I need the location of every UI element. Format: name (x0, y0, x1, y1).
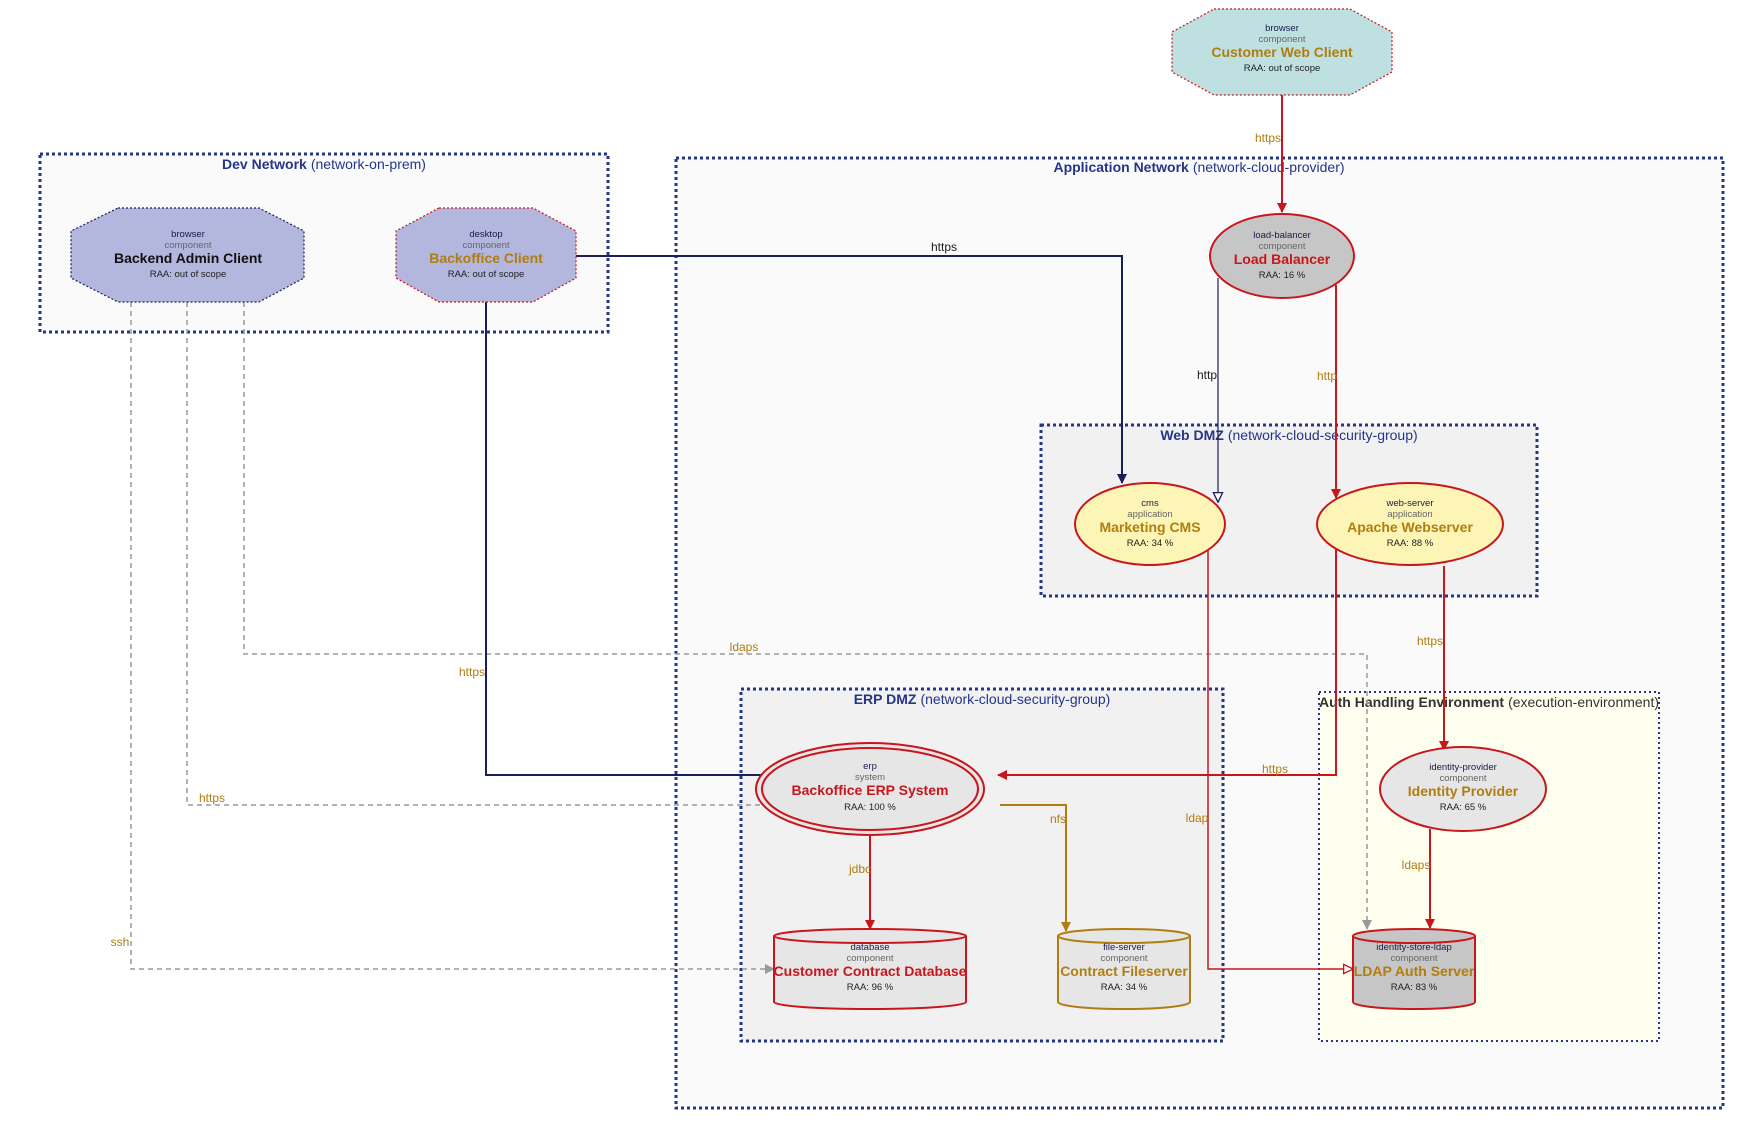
boundary-webdmz-type: (network-cloud-security-group) (1228, 427, 1418, 443)
node-raa: RAA: 88 % (1387, 538, 1434, 549)
node-tech: browser (1265, 23, 1299, 34)
node-backoffice-erp-system[interactable]: erp system Backoffice ERP System RAA: 10… (755, 742, 985, 836)
svg-text:Application Network(network-cl: Application Network(network-cloud-provid… (1053, 159, 1344, 175)
node-type: component (1258, 241, 1305, 252)
node-tech: database (850, 942, 889, 953)
edge-label-admin-to-ldap: ldaps (730, 640, 759, 654)
edge-label-admin-to-db: ssh (111, 935, 130, 949)
boundary-webdmz-name: Web DMZ (1160, 427, 1224, 443)
node-customer-contract-database[interactable]: database component Customer Contract Dat… (773, 928, 967, 1010)
node-marketing-cms[interactable]: cms application Marketing CMS RAA: 34 % (1074, 482, 1226, 566)
node-title: Customer Web Client (1211, 44, 1353, 60)
edge-label-backoffice-to-cms: https (931, 240, 957, 254)
node-title: LDAP Auth Server (1354, 963, 1475, 979)
edge-admin-to-ldap (243, 302, 1372, 930)
node-type: component (1390, 953, 1437, 964)
svg-text:ERP DMZ(network-cloud-security: ERP DMZ(network-cloud-security-group) (854, 691, 1111, 707)
edge-label-apache-to-erp: https (1262, 762, 1288, 776)
edge-label-erp-to-fileserver: nfs (1050, 812, 1066, 826)
boundary-erpdmz-name: ERP DMZ (854, 691, 917, 707)
node-tech: load-balancer (1253, 230, 1311, 241)
node-raa: RAA: out of scope (1244, 63, 1321, 74)
edge-backoffice-to-cms (576, 255, 1127, 484)
node-title: Backoffice Client (429, 250, 543, 266)
node-raa: RAA: 100 % (844, 802, 896, 813)
node-raa: RAA: 34 % (1127, 538, 1174, 549)
node-raa: RAA: 34 % (1101, 982, 1148, 993)
node-title: Backend Admin Client (114, 250, 262, 266)
edge-label-apache-to-idp: https (1417, 634, 1443, 648)
node-apache-webserver[interactable]: web-server application Apache Webserver … (1316, 482, 1504, 566)
node-type: application (1387, 509, 1432, 520)
node-raa: RAA: 83 % (1391, 982, 1438, 993)
node-raa: RAA: 16 % (1259, 270, 1306, 281)
edge-admin-to-db (130, 302, 775, 974)
node-type: component (1258, 34, 1305, 45)
edge-label-customer-to-lb: https (1255, 131, 1281, 145)
node-title: Identity Provider (1408, 783, 1519, 799)
edge-label-backoffice-to-erp: https (459, 665, 485, 679)
boundary-erpdmz-type: (network-cloud-security-group) (920, 691, 1110, 707)
edge-label-admin-to-erp: https (199, 791, 225, 805)
edge-label-erp-to-db: jdbc (848, 862, 871, 876)
node-title: Customer Contract Database (774, 963, 967, 979)
edge-label-idp-to-ldap: ldaps (1402, 858, 1431, 872)
node-tech: desktop (469, 229, 502, 240)
node-raa: RAA: 65 % (1440, 802, 1487, 813)
node-tech: browser (171, 229, 205, 240)
node-raa: RAA: out of scope (150, 269, 227, 280)
node-tech: erp (863, 761, 877, 772)
node-type: component (846, 953, 893, 964)
node-type: system (855, 772, 885, 783)
node-load-balancer[interactable]: load-balancer component Load Balancer RA… (1209, 213, 1355, 299)
node-customer-web-client[interactable]: browser component Customer Web Client RA… (1171, 8, 1393, 96)
node-type: application (1127, 509, 1172, 520)
node-identity-provider[interactable]: identity-provider component Identity Pro… (1379, 746, 1547, 832)
node-ldap-auth-server[interactable]: identity-store-ldap component LDAP Auth … (1352, 928, 1476, 1010)
svg-text:Web DMZ(network-cloud-security: Web DMZ(network-cloud-security-group) (1160, 427, 1417, 443)
edge-apache-to-erp (997, 546, 1337, 780)
node-type: component (1100, 953, 1147, 964)
node-type: component (164, 240, 211, 251)
node-backoffice-client[interactable]: desktop component Backoffice Client RAA:… (395, 207, 577, 303)
node-title: Load Balancer (1234, 251, 1331, 267)
node-tech: cms (1141, 498, 1159, 509)
node-tech: file-server (1103, 942, 1145, 953)
edge-label-lb-to-cms: http (1197, 368, 1217, 382)
edge-label-cms-to-ldap: ldap (1186, 811, 1209, 825)
node-backend-admin-client[interactable]: browser component Backend Admin Client R… (70, 207, 305, 303)
node-raa: RAA: out of scope (448, 269, 525, 280)
node-tech: identity-provider (1429, 762, 1497, 773)
boundary-auth-type: (execution-environment) (1508, 694, 1659, 710)
node-title: Apache Webserver (1347, 519, 1473, 535)
node-raa: RAA: 96 % (847, 982, 894, 993)
node-title: Contract Fileserver (1060, 963, 1188, 979)
edge-erp-to-fileserver (1000, 804, 1071, 932)
boundary-dev-type: (network-on-prem) (311, 156, 426, 172)
edge-backoffice-to-erp (485, 302, 781, 780)
boundary-auth-name: Auth Handling Environment (1319, 694, 1504, 710)
node-tech: identity-store-ldap (1376, 942, 1452, 953)
node-contract-fileserver[interactable]: file-server component Contract Fileserve… (1057, 928, 1191, 1010)
svg-text:Dev Network(network-on-prem): Dev Network(network-on-prem) (222, 156, 426, 172)
node-type: component (1439, 773, 1486, 784)
node-title: Marketing CMS (1099, 519, 1200, 535)
edge-label-lb-to-apache: http (1317, 369, 1337, 383)
node-title: Backoffice ERP System (792, 782, 949, 798)
node-type: component (462, 240, 509, 251)
node-tech: web-server (1386, 498, 1434, 509)
svg-text:Auth Handling Environment(exec: Auth Handling Environment(execution-envi… (1319, 694, 1659, 710)
boundary-dev-name: Dev Network (222, 156, 307, 172)
boundary-app-name: Application Network (1053, 159, 1189, 175)
boundary-app-type: (network-cloud-provider) (1193, 159, 1345, 175)
edge-cms-to-ldap (1207, 548, 1353, 969)
